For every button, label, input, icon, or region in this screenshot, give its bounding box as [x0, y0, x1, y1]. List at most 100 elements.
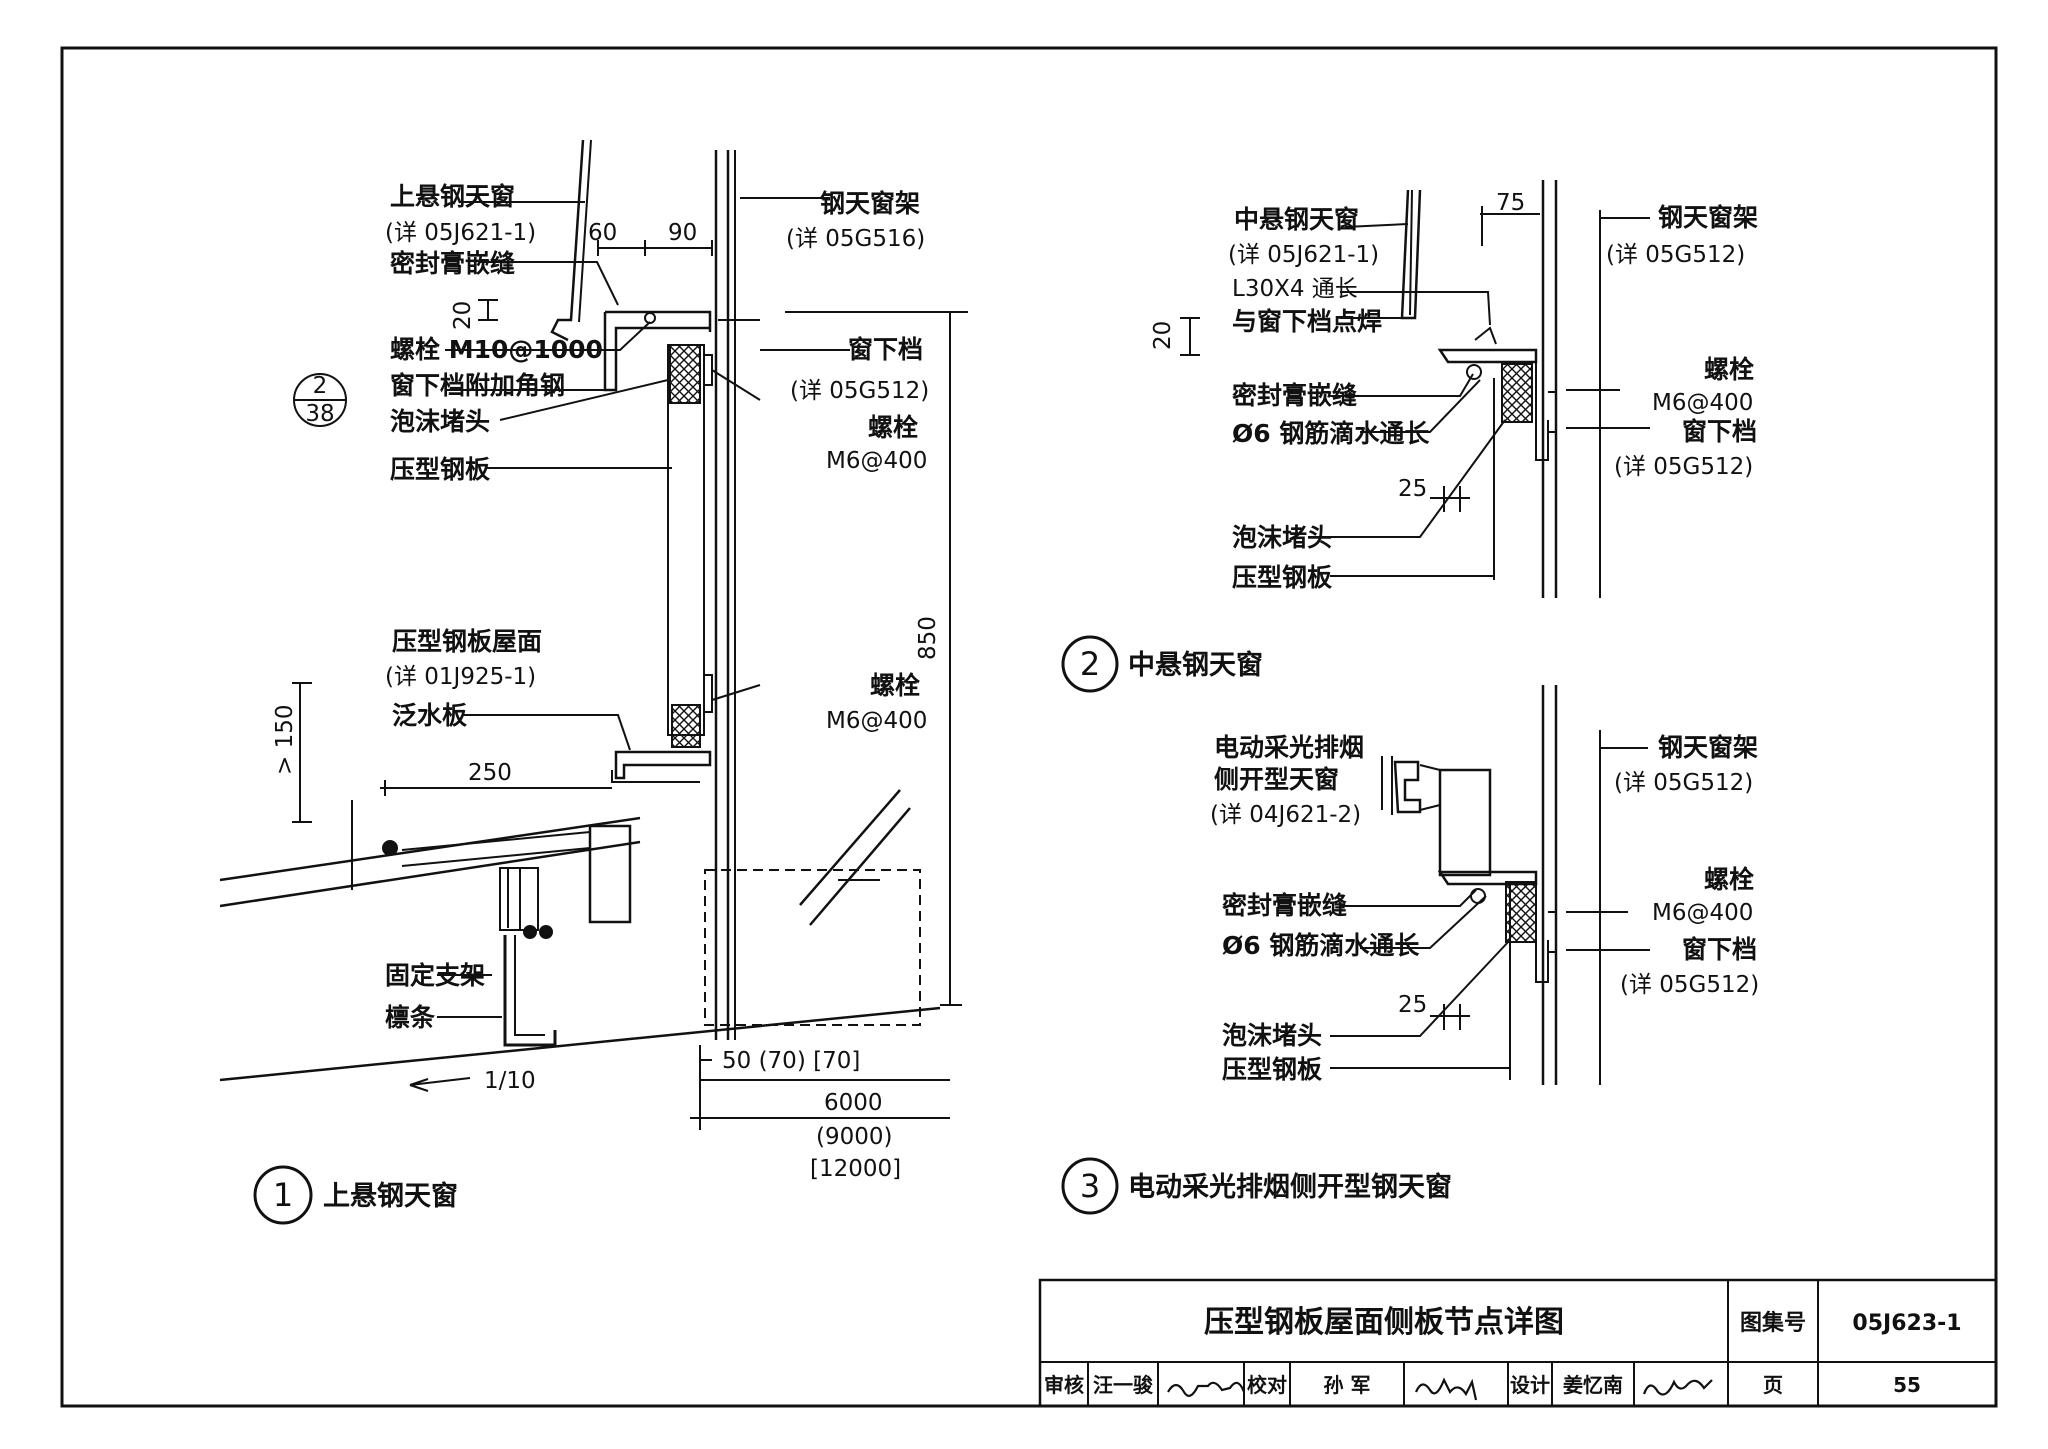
dim-20-1: 20: [450, 301, 476, 330]
dim-20-2: 20: [1150, 321, 1176, 350]
design-label: 设计: [1510, 1373, 1550, 1397]
label-sill-angle: 窗下档附加角钢: [390, 371, 565, 400]
label-window-ref-3: (详 04J621-2): [1210, 802, 1361, 828]
label-sealant-2: 密封膏嵌缝: [1232, 381, 1357, 410]
checker-name: 孙 军: [1324, 1373, 1371, 1397]
page-number: 55: [1893, 1373, 1921, 1397]
detail-1-drawing: [219, 139, 968, 1130]
ref-top: 2: [313, 373, 328, 399]
label-window-ref-1: (详 05J621-1): [385, 220, 536, 246]
label-profiled-sheet-1: 压型钢板: [390, 455, 490, 484]
label-sill-ref-3: (详 05G512): [1620, 972, 1759, 998]
label-frame-name-1: 钢天窗架: [820, 189, 920, 218]
atlas-label: 图集号: [1740, 1310, 1806, 1336]
label-frame-name-3: 钢天窗架: [1658, 733, 1758, 762]
label-roof-name: 压型钢板屋面: [392, 627, 542, 656]
label-bolt-spec-2: M6@400: [1652, 390, 1753, 416]
label-angle-2: L30X4 通长: [1232, 276, 1358, 302]
dim-slope: 1/10: [484, 1068, 536, 1094]
dim-60: 60: [588, 220, 617, 246]
page-label: 页: [1763, 1373, 1783, 1397]
title-block: [1038, 1278, 1998, 1408]
check-label: 校对: [1247, 1373, 1287, 1397]
label-frame-ref-1: (详 05G516): [786, 226, 925, 252]
detail-1-title: 1 上悬钢天窗: [253, 1165, 458, 1225]
designer-name: 姜忆南: [1563, 1373, 1623, 1397]
signature-reviewer: [1167, 1381, 1246, 1397]
label-frame-ref-2: (详 05G512): [1606, 242, 1745, 268]
label-window-line2-3: 侧开型天窗: [1214, 765, 1339, 794]
label-rebar-2: Ø6 钢筋滴水通长: [1232, 419, 1430, 448]
detail-3-title-text: 电动采光排烟侧开型钢天窗: [1128, 1171, 1452, 1203]
detail-3-drawing: [1330, 685, 1650, 1085]
dim-9000: (9000): [816, 1124, 892, 1150]
detail-3-title: 3 电动采光排烟侧开型钢天窗: [1061, 1157, 1452, 1215]
label-window-name-1: 上悬钢天窗: [390, 182, 515, 211]
label-sill-ref-2: (详 05G512): [1614, 454, 1753, 480]
label-bolt-3: 螺栓: [1704, 865, 1754, 894]
label-frame-ref-3: (详 05G512): [1614, 770, 1753, 796]
dim-850: 850: [915, 616, 941, 660]
detail-2-number: 2: [1080, 645, 1100, 683]
detail-2-title-text: 中悬钢天窗: [1128, 649, 1263, 681]
dim-25-2: 25: [1398, 476, 1427, 502]
detail-1-number: 1: [273, 1176, 293, 1214]
dim-250: 250: [468, 760, 512, 786]
label-bolt-m10: 螺栓 M10@1000: [390, 335, 603, 364]
detail-1-title-text: 上悬钢天窗: [323, 1180, 458, 1212]
label-foam-plug-1: 泡沫堵头: [390, 407, 490, 436]
dim-150: > 150: [272, 705, 298, 775]
dim-50-70: 50 (70) [70]: [722, 1048, 860, 1074]
signature-checker: [1414, 1377, 1478, 1401]
label-sill-name-2: 窗下档: [1682, 417, 1757, 446]
detail-3-number-circle: [1061, 1157, 1119, 1215]
label-flashing: 泛水板: [392, 701, 467, 730]
label-window-line1-3: 电动采光排烟: [1214, 733, 1364, 762]
detail-3-number: 3: [1080, 1167, 1100, 1205]
ref-bottom: 38: [305, 401, 334, 427]
atlas-number: 05J623-1: [1852, 1311, 1961, 1336]
label-weld-2: 与窗下档点焊: [1232, 307, 1382, 336]
label-sealant-3: 密封膏嵌缝: [1222, 891, 1347, 920]
label-foam-plug-3: 泡沫堵头: [1222, 1021, 1322, 1050]
label-profiled-sheet-3: 压型钢板: [1222, 1055, 1322, 1084]
reviewer-name: 汪一骏: [1093, 1373, 1153, 1397]
detail-1-number-circle: [253, 1165, 313, 1225]
label-bolt-b-spec: M6@400: [826, 708, 927, 734]
label-purlin: 檩条: [385, 1003, 436, 1032]
review-label: 审核: [1044, 1373, 1084, 1397]
label-roof-ref: (详 01J925-1): [385, 664, 536, 690]
label-window-name-2: 中悬钢天窗: [1234, 205, 1359, 234]
label-bolt-b: 螺栓: [870, 671, 920, 700]
label-support: 固定支架: [385, 961, 485, 990]
label-rebar-3: Ø6 钢筋滴水通长: [1222, 931, 1420, 960]
foam-plug-bottom-1: [671, 704, 701, 748]
label-sill-name-3: 窗下档: [1682, 935, 1757, 964]
detail-2-title: 2 中悬钢天窗: [1061, 635, 1263, 693]
detail-2-drawing: [1180, 180, 1650, 598]
detail-2-number-circle: [1061, 635, 1119, 693]
dim-90: 90: [668, 220, 697, 246]
label-window-ref-2: (详 05J621-1): [1228, 242, 1379, 268]
label-sealant-1: 密封膏嵌缝: [390, 249, 515, 278]
sheet-border: [60, 46, 1998, 1408]
label-frame-name-2: 钢天窗架: [1658, 203, 1758, 232]
foam-plug-3: [1505, 881, 1537, 943]
label-sill-ref-1: (详 05G512): [790, 378, 929, 404]
foam-plug-2: [1501, 363, 1533, 423]
signature-designer: [1642, 1379, 1713, 1396]
foam-plug-top-1: [669, 344, 701, 404]
label-profiled-sheet-2: 压型钢板: [1232, 563, 1332, 592]
label-bolt-a: 螺栓: [868, 413, 918, 442]
label-bolt-a-spec: M6@400: [826, 448, 927, 474]
dim-6000: 6000: [824, 1090, 883, 1116]
section-reference-marker: 2 38: [293, 373, 347, 427]
dim-25-3: 25: [1398, 992, 1427, 1018]
label-bolt-2: 螺栓: [1704, 355, 1754, 384]
dim-75: 75: [1496, 190, 1525, 216]
label-bolt-spec-3: M6@400: [1652, 900, 1753, 926]
dim-12000: [12000]: [810, 1156, 901, 1182]
label-foam-plug-2: 泡沫堵头: [1232, 523, 1332, 552]
drawing-title: 压型钢板屋面侧板节点详图: [1204, 1305, 1564, 1340]
